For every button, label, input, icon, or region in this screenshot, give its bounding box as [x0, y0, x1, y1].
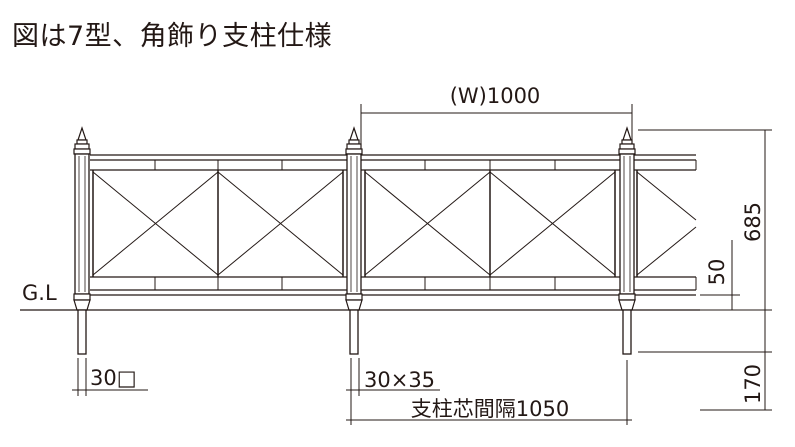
embed-dimension: 170	[638, 310, 772, 411]
post-size2-dimension: 30×35	[346, 358, 440, 425]
panel-1	[92, 160, 344, 290]
diagram-title: 図は7型、角飾り支柱仕様	[12, 21, 333, 52]
post-2	[345, 126, 363, 355]
bottom-gap-dimension: 50	[700, 240, 740, 310]
bottom-rails	[90, 276, 696, 296]
width-label: (W)1000	[450, 84, 541, 108]
post-size-dimension: 30□	[72, 358, 148, 396]
post-size2-label: 30×35	[364, 368, 435, 392]
top-rails	[90, 154, 696, 171]
post-3	[618, 126, 636, 355]
embed-label: 170	[741, 364, 765, 404]
height-label: 685	[741, 202, 765, 242]
ground-label: G.L	[22, 281, 57, 305]
post-size-label: 30□	[90, 366, 137, 390]
panel-3	[636, 160, 697, 290]
width-dimension: (W)1000	[360, 84, 633, 145]
post-1	[73, 126, 91, 355]
bottom-gap-label: 50	[705, 259, 729, 286]
pitch-label: 支柱芯間隔1050	[411, 397, 569, 421]
pitch-dimension: 支柱芯間隔1050	[346, 360, 632, 425]
height-dimension: 685	[638, 129, 772, 311]
posts	[73, 126, 636, 355]
panel-2	[364, 160, 616, 290]
